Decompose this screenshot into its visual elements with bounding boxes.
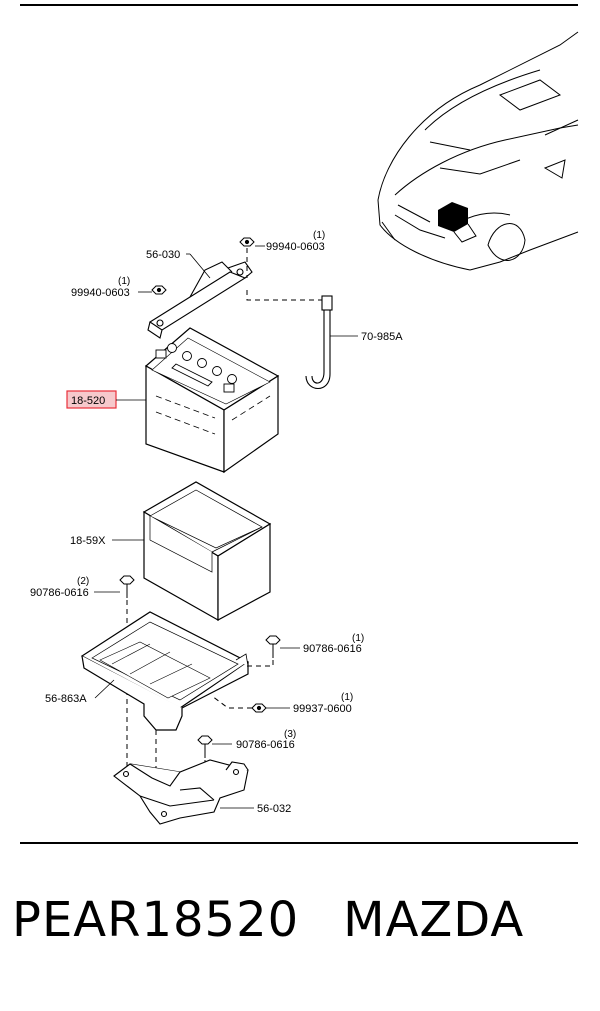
label-nut-top-right: 99940-0603 [266, 241, 325, 253]
qty-bolt-lower: (3) [284, 729, 296, 740]
qty-bolt-right: (1) [352, 633, 364, 644]
battery-case [142, 481, 272, 622]
footer-caption: PEAR18520 MAZDA [12, 892, 588, 948]
label-bolt-left: 90786-0616 [30, 587, 89, 599]
bolt-right [265, 635, 281, 658]
label-case: 18-59X [70, 535, 106, 547]
battery-caps [155, 343, 237, 393]
car-illustration [377, 31, 579, 271]
label-nut-top-left: 99940-0603 [71, 287, 130, 299]
label-base: 56-032 [257, 803, 291, 815]
brand-name: MAZDA [343, 892, 525, 948]
label-bolt-lower: 90786-0616 [236, 739, 295, 751]
label-nut-mid: 99937-0600 [293, 703, 352, 715]
leader-tray [94, 679, 115, 699]
qty-nut-top-left: (1) [118, 276, 130, 287]
nut-top-left [151, 285, 167, 295]
bolt-left [119, 575, 135, 598]
dashed-bolt-right [246, 660, 274, 667]
bolt-lower [197, 735, 213, 758]
hold-down-bracket [147, 261, 253, 339]
label-rod: 70-985A [361, 331, 403, 343]
base-bracket [113, 759, 249, 825]
battery-dashes [155, 395, 271, 435]
battery-location-marker [438, 202, 477, 243]
qty-bolt-left: (2) [77, 576, 89, 587]
battery-tray [80, 611, 250, 731]
label-bracket: 56-030 [146, 249, 180, 261]
battery-label-highlight [66, 390, 117, 409]
label-battery: 18-520 [71, 395, 105, 407]
part-number: PEAR18520 [12, 892, 300, 948]
label-bolt-right: 90786-0616 [303, 643, 362, 655]
dashed-link-bracket [246, 248, 325, 301]
nut-top-right [239, 237, 255, 247]
leader-bracket [189, 253, 211, 279]
hold-down-rod [305, 295, 333, 390]
dashed-nut-mid [211, 695, 252, 709]
qty-nut-top-right: (1) [313, 230, 325, 241]
label-tray: 56-863A [45, 693, 87, 705]
battery [144, 327, 280, 474]
qty-nut-mid: (1) [341, 692, 353, 703]
nut-mid [251, 703, 267, 713]
